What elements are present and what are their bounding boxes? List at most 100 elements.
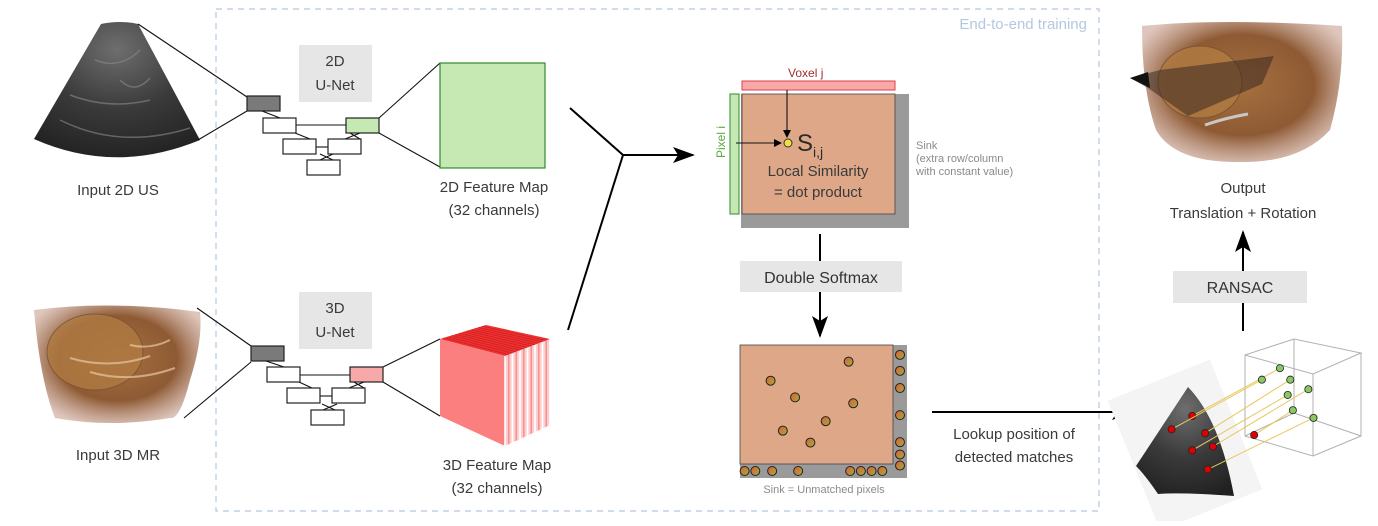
- unet-3d: 3D U-Net: [250, 292, 384, 426]
- unet-2d-block: [327, 138, 362, 155]
- unet-2d-output-block: [345, 117, 380, 134]
- unet-3d-line1: 3D: [325, 300, 344, 317]
- unet-2d: 2D U-Net: [246, 45, 380, 176]
- match-dot: [895, 437, 905, 448]
- mr-keypoint: [1283, 390, 1292, 399]
- input-3d-mr-label: Input 3D MR: [76, 447, 160, 464]
- correspondence-line: [1253, 409, 1294, 436]
- end-to-end-frame: [215, 8, 1100, 512]
- feature-cube-front: [440, 339, 505, 446]
- similarity-subscript: i,j: [813, 144, 823, 160]
- input-2d-us-label: Input 2D US: [77, 182, 159, 199]
- pixel-i-bar[interactable]: [729, 93, 740, 215]
- mr-keypoint: [1257, 375, 1266, 384]
- zoom-line: [197, 110, 248, 141]
- cube-3d-wireframe: [1244, 338, 1363, 457]
- match-dot: [790, 392, 801, 403]
- correspondences: [1107, 338, 1363, 526]
- matches-matrix: Sink = Unmatched pixels: [739, 344, 907, 496]
- feature-map-2d-line2: (32 channels): [449, 202, 540, 219]
- matrix-area: [741, 93, 896, 215]
- correspondence-line: [1171, 379, 1263, 430]
- merge-line-2d: [569, 107, 624, 156]
- merge-line-3d: [567, 154, 624, 331]
- unet-connector: [344, 132, 361, 140]
- unet-2d-line1: 2D: [325, 53, 344, 70]
- cube-edge: [1293, 412, 1362, 437]
- double-softmax-label: Double Softmax: [764, 270, 878, 287]
- us-keypoint: [1201, 429, 1210, 438]
- channel-line: [478, 327, 543, 343]
- match-dot: [895, 349, 905, 360]
- match-dot: [848, 398, 859, 409]
- ransac-label: RANSAC: [1207, 280, 1274, 297]
- us-texture: [59, 49, 191, 139]
- unet-3d-block: [310, 409, 345, 426]
- unet-3d-output-block: [349, 366, 384, 383]
- input-2d-us: Input 2D US: [34, 22, 200, 199]
- unet-2d-label-box: [299, 45, 372, 102]
- unet-connector: [321, 403, 336, 411]
- unet-3d-line2: U-Net: [315, 324, 355, 341]
- pixel-i-label: Pixel i: [714, 126, 728, 158]
- similarity-entry-dot: [783, 138, 793, 148]
- channel-line: [470, 329, 536, 345]
- output-volume: Output Translation + Rotation: [1130, 22, 1343, 222]
- zoom-line: [382, 381, 441, 417]
- mr-keypoint: [1309, 413, 1318, 422]
- zoom-line: [378, 132, 441, 168]
- match-dot: [843, 356, 854, 367]
- feature-map-2d-square: [439, 62, 546, 169]
- unet-connector: [319, 153, 334, 161]
- output-line1: Output: [1220, 180, 1266, 197]
- ransac-box: [1173, 271, 1307, 303]
- plane-tip: [1130, 72, 1150, 88]
- unet-3d-block: [266, 366, 301, 383]
- unet-3d-block: [331, 387, 366, 404]
- zoom-line: [382, 338, 441, 368]
- voxel-j-label: Voxel j: [788, 66, 823, 80]
- unet-connector: [261, 110, 281, 119]
- us-keypoint: [1208, 442, 1217, 451]
- output-line2: Translation + Rotation: [1170, 205, 1317, 222]
- unet-connector: [298, 381, 313, 389]
- correspondence-line: [1204, 379, 1291, 434]
- us-keypoint: [1167, 425, 1176, 434]
- channel-line: [451, 335, 517, 353]
- voxel-j-bar[interactable]: [741, 80, 896, 91]
- match-dot: [805, 437, 816, 448]
- cube-edge: [1244, 338, 1363, 457]
- feature-map-2d: 2D Feature Map (32 channels): [439, 62, 548, 219]
- us-keypoint: [1250, 431, 1259, 440]
- match-dot: [777, 425, 788, 436]
- sink-desc-2: with constant value): [915, 166, 1013, 178]
- unet-3d-block: [286, 387, 321, 404]
- match-dot: [767, 466, 778, 476]
- channel-line: [482, 325, 547, 341]
- end-to-end-label: End-to-end training: [959, 16, 1087, 33]
- unet-connector: [322, 403, 338, 411]
- zoom-line: [378, 62, 441, 119]
- match-dot: [866, 466, 877, 476]
- unet-2d-block: [262, 117, 297, 134]
- input-3d-mr: Input 3D MR: [34, 305, 201, 464]
- match-dot: [895, 460, 905, 471]
- match-dot: [750, 466, 761, 476]
- zoom-line: [137, 23, 248, 98]
- match-dot: [820, 416, 831, 427]
- ultrasound-arc: [1204, 112, 1249, 127]
- correspondence-line: [1191, 394, 1288, 451]
- unet-connector: [265, 360, 285, 368]
- channel-line: [459, 332, 524, 350]
- mr-keypoint: [1288, 406, 1297, 415]
- match-dot: [877, 466, 888, 476]
- lookup-line2: detected matches: [955, 449, 1073, 466]
- match-dot: [793, 466, 804, 476]
- us-keypoint: [1203, 465, 1212, 474]
- unet-2d-input-block: [246, 95, 281, 112]
- similarity-matrix: Voxel j Pixel i Si,j Local Similarity = …: [714, 66, 1013, 228]
- unet-2d-line2: U-Net: [315, 77, 355, 94]
- channel-line: [462, 331, 528, 348]
- mr-keypoint: [1275, 364, 1284, 373]
